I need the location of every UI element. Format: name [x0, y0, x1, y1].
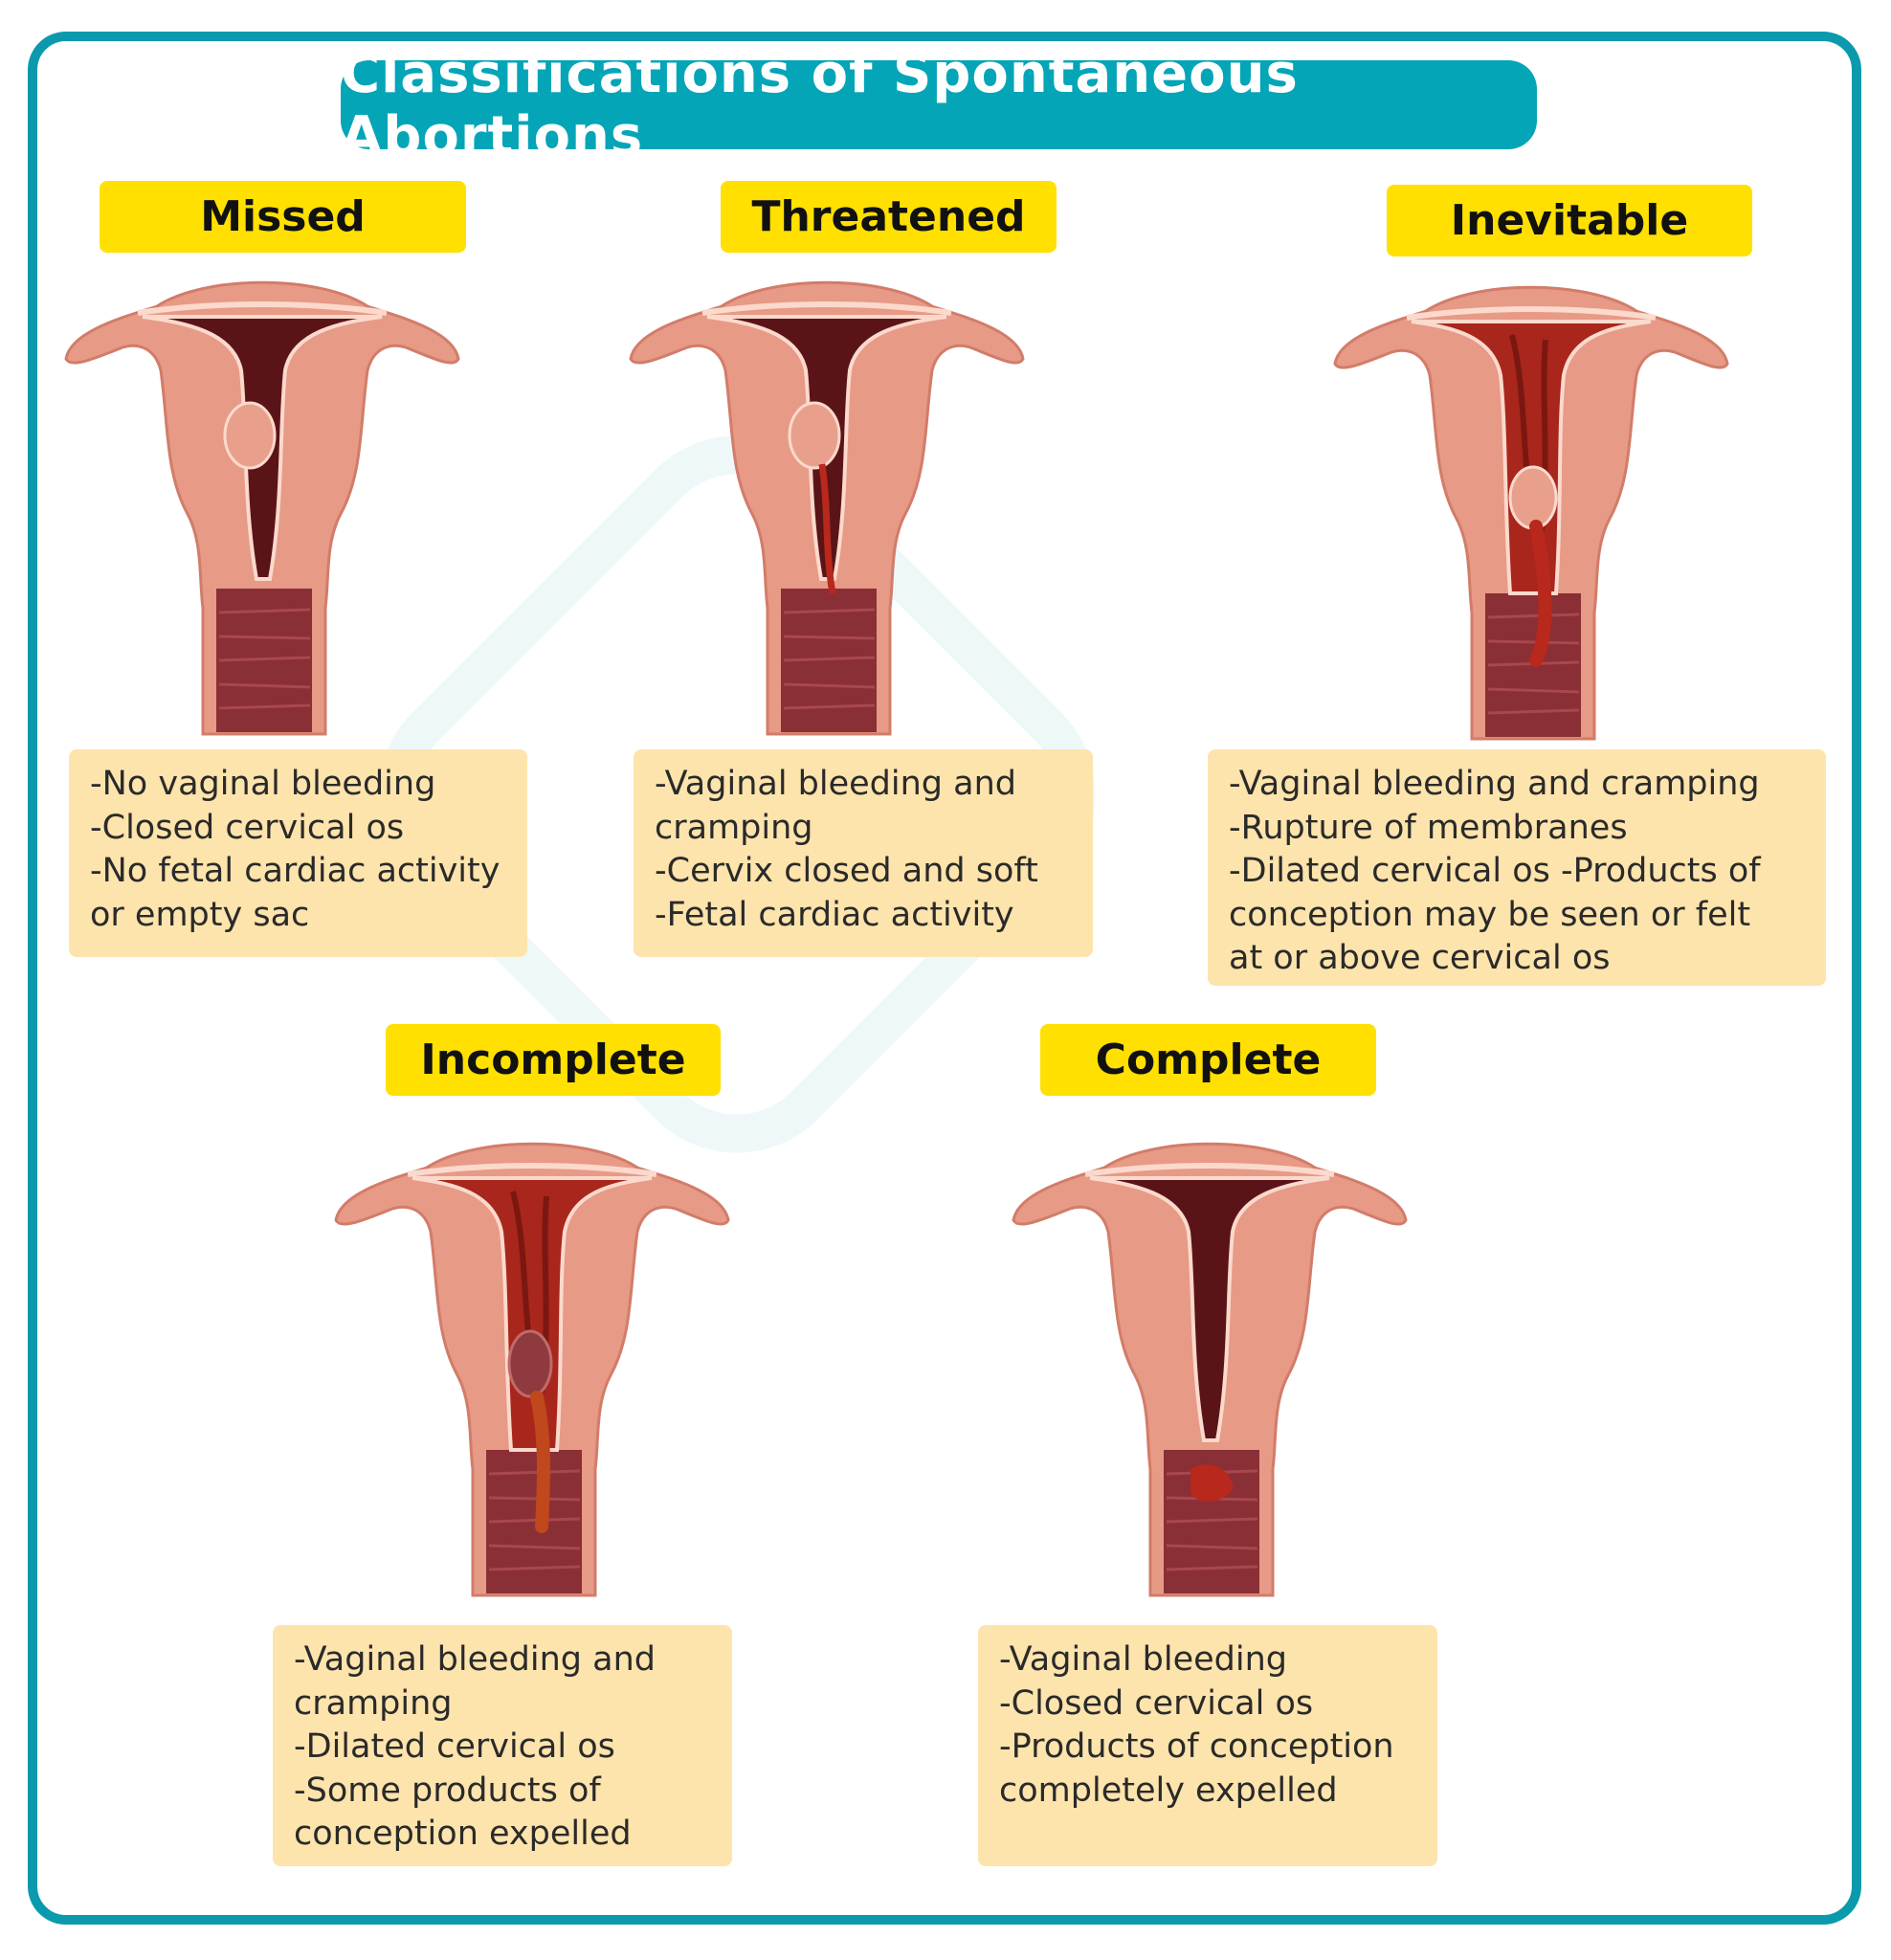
description-line: cramping — [655, 808, 813, 847]
description-line: conception may be seen or felt — [1229, 895, 1751, 934]
uterus-incomplete-illustration — [322, 1125, 743, 1603]
label-threatened: Threatened — [721, 181, 1057, 253]
uterus-complete-illustration — [999, 1125, 1420, 1603]
label-incomplete: Incomplete — [386, 1024, 721, 1096]
description-line: -Vaginal bleeding and — [655, 765, 1016, 803]
description-complete: -Vaginal bleeding -Closed cervical os -P… — [978, 1625, 1437, 1866]
description-line: -Some products of — [294, 1771, 601, 1810]
description-incomplete: -Vaginal bleeding and cramping -Dilated … — [273, 1625, 732, 1866]
description-line: or empty sac — [90, 895, 310, 934]
label-missed: Missed — [100, 181, 466, 253]
expelled-blood — [1190, 1464, 1234, 1503]
description-line: completely expelled — [999, 1771, 1338, 1810]
description-line: -Closed cervical os — [999, 1683, 1314, 1723]
uterus-threatened-illustration — [616, 263, 1037, 742]
label-complete: Complete — [1040, 1024, 1376, 1096]
description-line: -Fetal cardiac activity — [655, 895, 1014, 934]
description-line: -Closed cervical os — [90, 808, 405, 847]
description-line: at or above cervical os — [1229, 939, 1611, 977]
description-line: -Dilated cervical os -Products of — [1229, 852, 1761, 890]
page-title: Classifications of Spontaneous Abortions — [341, 43, 1537, 167]
description-line: conception expelled — [294, 1815, 632, 1853]
description-line: cramping — [294, 1683, 453, 1723]
bleeding — [530, 1391, 551, 1533]
description-line: -Cervix closed and soft — [655, 852, 1038, 890]
description-threatened: -Vaginal bleeding and cramping -Cervix c… — [634, 749, 1093, 957]
label-inevitable: Inevitable — [1387, 185, 1752, 256]
retained-tissue — [507, 1329, 553, 1398]
description-line: -No vaginal bleeding — [90, 765, 436, 803]
bleeding — [818, 463, 836, 594]
bleeding — [1529, 520, 1552, 667]
description-line: -Vaginal bleeding and cramping — [1229, 765, 1760, 803]
gestational-sac — [788, 401, 841, 470]
uterus-inevitable-illustration — [1321, 268, 1742, 746]
description-missed: -No vaginal bleeding -Closed cervical os… — [69, 749, 527, 957]
description-line: -Rupture of membranes — [1229, 808, 1628, 847]
description-line: -Dilated cervical os — [294, 1727, 615, 1766]
uterus-missed-illustration — [52, 263, 473, 742]
gestational-sac — [223, 401, 277, 470]
gestational-sac — [1508, 465, 1558, 530]
description-line: -Products of conception — [999, 1727, 1394, 1766]
description-inevitable: -Vaginal bleeding and cramping -Rupture … — [1208, 749, 1826, 986]
diagram-frame — [28, 32, 1861, 1925]
description-line: -Vaginal bleeding and — [294, 1640, 656, 1679]
description-line: -No fetal cardiac activity — [90, 852, 501, 890]
description-line: -Vaginal bleeding — [999, 1640, 1288, 1679]
